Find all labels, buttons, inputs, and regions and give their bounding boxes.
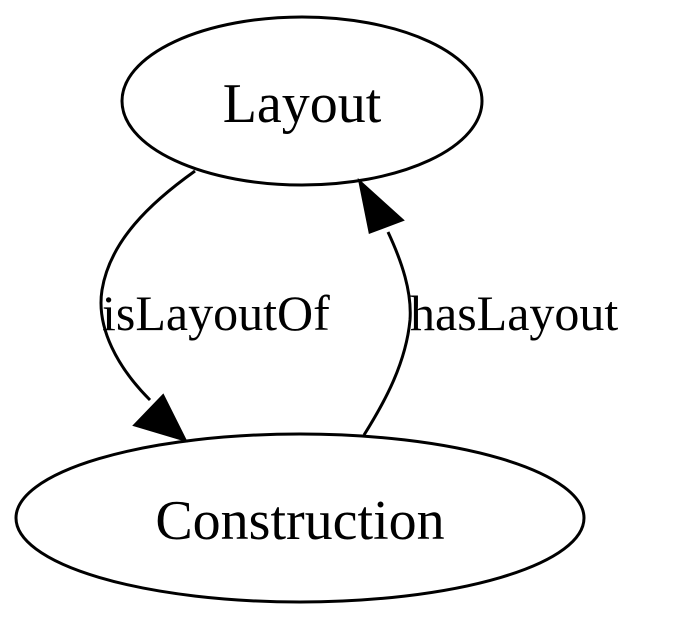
node-layout[interactable]: Layout: [120, 15, 484, 187]
edge-is-layout-of[interactable]: isLayoutOf: [99, 169, 330, 443]
edge-is-layout-of-line: [99, 169, 196, 402]
node-construction-shape: [14, 432, 586, 604]
node-layout-shape: [120, 15, 484, 187]
node-layout-label: Layout: [223, 73, 382, 135]
edge-has-layout-label: hasLayout: [410, 285, 618, 341]
node-construction[interactable]: Construction: [14, 432, 586, 604]
node-construction-label: Construction: [155, 490, 444, 552]
edge-has-layout-line: [362, 231, 412, 436]
edge-has-layout[interactable]: hasLayout: [357, 177, 618, 436]
edge-has-layout-arrowhead: [357, 177, 405, 235]
edge-is-layout-of-label: isLayoutOf: [102, 285, 330, 341]
edge-is-layout-of-arrowhead: [132, 393, 188, 443]
